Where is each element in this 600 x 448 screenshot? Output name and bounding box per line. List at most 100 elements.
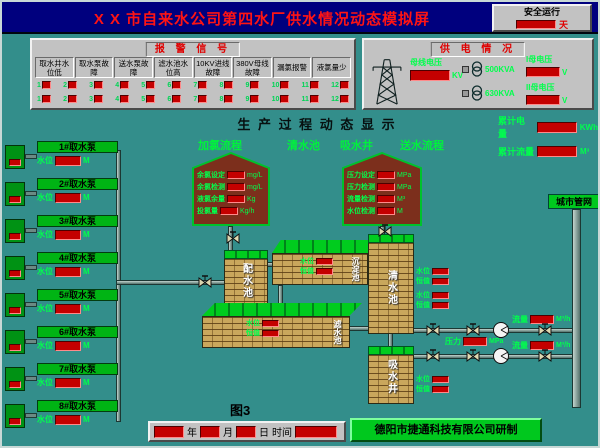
alarm-indicator-lamp bbox=[250, 81, 260, 89]
alarm-group-label: 380V母线故障 bbox=[233, 57, 272, 78]
setpoint-group: 水位恒值 bbox=[300, 256, 342, 276]
valve-icon bbox=[466, 323, 480, 336]
total-flow-label: 累计流量 bbox=[498, 147, 535, 157]
bus-voltage-label: 母线电压 bbox=[410, 58, 442, 67]
total-flow-row: 累计流量 M³ bbox=[498, 145, 598, 158]
alarm-indicator: 12 bbox=[331, 95, 349, 103]
pump-level-display bbox=[55, 377, 81, 388]
pump-level-display bbox=[55, 340, 81, 351]
distribution-tank: 配水池 bbox=[224, 250, 268, 308]
pressure-display bbox=[463, 337, 487, 346]
city-network-label: 城市管网 bbox=[548, 194, 598, 209]
alarm-panel-title-text: 报 警 信 号 bbox=[154, 44, 232, 55]
alarm-group-label: 滤水池水位高 bbox=[153, 57, 193, 78]
alarm-indicator-number: 4 bbox=[115, 95, 120, 103]
alarm-indicator-number: 11 bbox=[301, 81, 309, 89]
total-energy-row: 累计电量 KWh bbox=[498, 114, 598, 140]
pump-level-display bbox=[55, 155, 81, 166]
tank-top-face bbox=[224, 250, 268, 259]
alarm-indicator: 12 bbox=[331, 81, 349, 89]
safe-run-panel: 安全运行 天 bbox=[492, 4, 592, 32]
setpoint-display bbox=[432, 301, 449, 309]
pump-name: 3#取水泵 bbox=[37, 215, 118, 227]
distribution-tank-label: 配水池 bbox=[240, 263, 252, 300]
transformer-icon bbox=[471, 61, 483, 77]
well-icon bbox=[5, 367, 25, 391]
alarm-indicator-number: 7 bbox=[193, 81, 198, 89]
pump-name: 2#取水泵 bbox=[37, 178, 118, 190]
pressure-unit: MPa bbox=[489, 338, 504, 345]
alarm-indicator-number: 5 bbox=[141, 81, 146, 89]
setpoint-label: 水位 bbox=[416, 268, 430, 275]
year-display bbox=[154, 425, 184, 438]
well-icon bbox=[5, 293, 25, 317]
alarm-indicator: 3 bbox=[89, 81, 104, 89]
delivery-pressure-group: 压力 MPa bbox=[445, 336, 503, 347]
pump-name: 6#取水泵 bbox=[37, 326, 118, 338]
setpoint-label: 水位 bbox=[246, 320, 260, 327]
setpoint-label: 恒值 bbox=[416, 386, 430, 393]
alarm-indicator-number: 1 bbox=[37, 81, 41, 89]
setpoint-group: 水位恒值 bbox=[416, 266, 458, 286]
date-bar: 年 月 日 时间 bbox=[148, 421, 346, 442]
pump-level-display bbox=[55, 303, 81, 314]
total-flow-unit: M³ bbox=[580, 147, 590, 156]
alarm-indicator-number: 11 bbox=[301, 95, 309, 103]
pump-level-label: 水位 bbox=[37, 341, 53, 350]
transmission-tower-icon bbox=[372, 59, 402, 105]
setpoint-row: 恒值 bbox=[246, 328, 288, 338]
house-row-label: 水位检测 bbox=[347, 208, 375, 215]
pipe-stub bbox=[25, 302, 37, 307]
setpoint-display bbox=[262, 319, 279, 327]
transformer-2-label: 630KVA bbox=[485, 88, 515, 98]
alarm-indicator: 2 bbox=[63, 81, 77, 89]
setpoint-row: 水位 bbox=[246, 318, 288, 328]
bus2-voltage-unit: V bbox=[562, 95, 568, 105]
pipe-stub bbox=[25, 339, 37, 344]
alarm-group-label: 漏氯报警 bbox=[272, 57, 312, 78]
valve-icon bbox=[426, 349, 440, 362]
flow-unit: M³/h bbox=[556, 316, 571, 323]
house-row-display bbox=[220, 207, 238, 215]
alarm-indicator-number: 8 bbox=[219, 95, 224, 103]
bus1-voltage-unit: V bbox=[562, 67, 568, 77]
pump-level-unit: M bbox=[83, 304, 90, 313]
alarm-indicator-lamp bbox=[339, 81, 349, 89]
pump-level-unit: M bbox=[83, 230, 90, 239]
alarm-indicator-number: 1 bbox=[37, 95, 41, 103]
figure-caption: 图3 bbox=[230, 403, 251, 418]
alarm-panel-title: 报 警 信 号 bbox=[145, 42, 241, 57]
setpoint-display bbox=[316, 267, 333, 275]
well-level-display bbox=[9, 196, 21, 203]
alarm-indicator-lamp bbox=[224, 95, 234, 103]
alarm-indicator: 6 bbox=[167, 81, 182, 89]
house-row-display bbox=[227, 171, 245, 179]
house-row-display bbox=[377, 183, 395, 191]
house-row-display bbox=[227, 195, 245, 203]
alarm-indicator-number: 5 bbox=[141, 95, 146, 103]
pump-level-label: 水位 bbox=[37, 415, 53, 424]
alarm-indicator-number: 12 bbox=[331, 95, 339, 103]
house-row-label: 流量检测 bbox=[347, 196, 375, 203]
pump-level-label: 水位 bbox=[37, 378, 53, 387]
pipe-stub bbox=[25, 154, 37, 159]
pump-name: 7#取水泵 bbox=[37, 363, 118, 375]
suction-well: 吸水井 bbox=[368, 346, 414, 404]
house-row-unit: MPa bbox=[397, 183, 412, 191]
